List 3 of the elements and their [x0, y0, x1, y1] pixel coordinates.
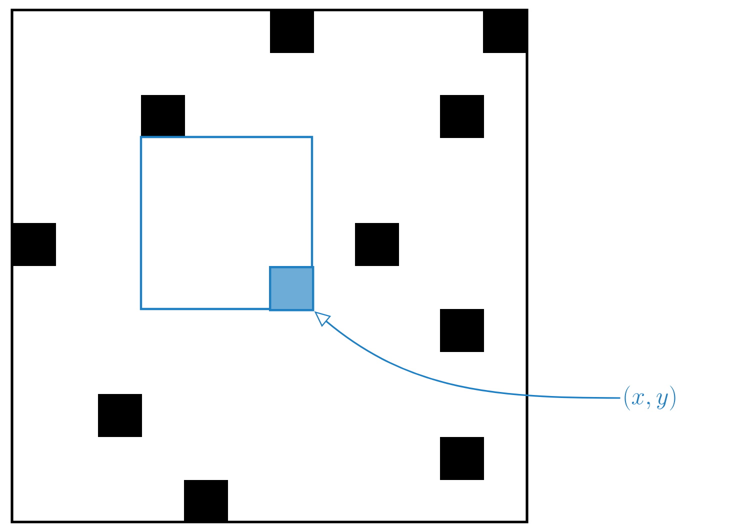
- window-square: [140, 136, 314, 310]
- coordinate-label: $(x, y)$: [624, 386, 676, 410]
- pixel-square: [269, 266, 314, 312]
